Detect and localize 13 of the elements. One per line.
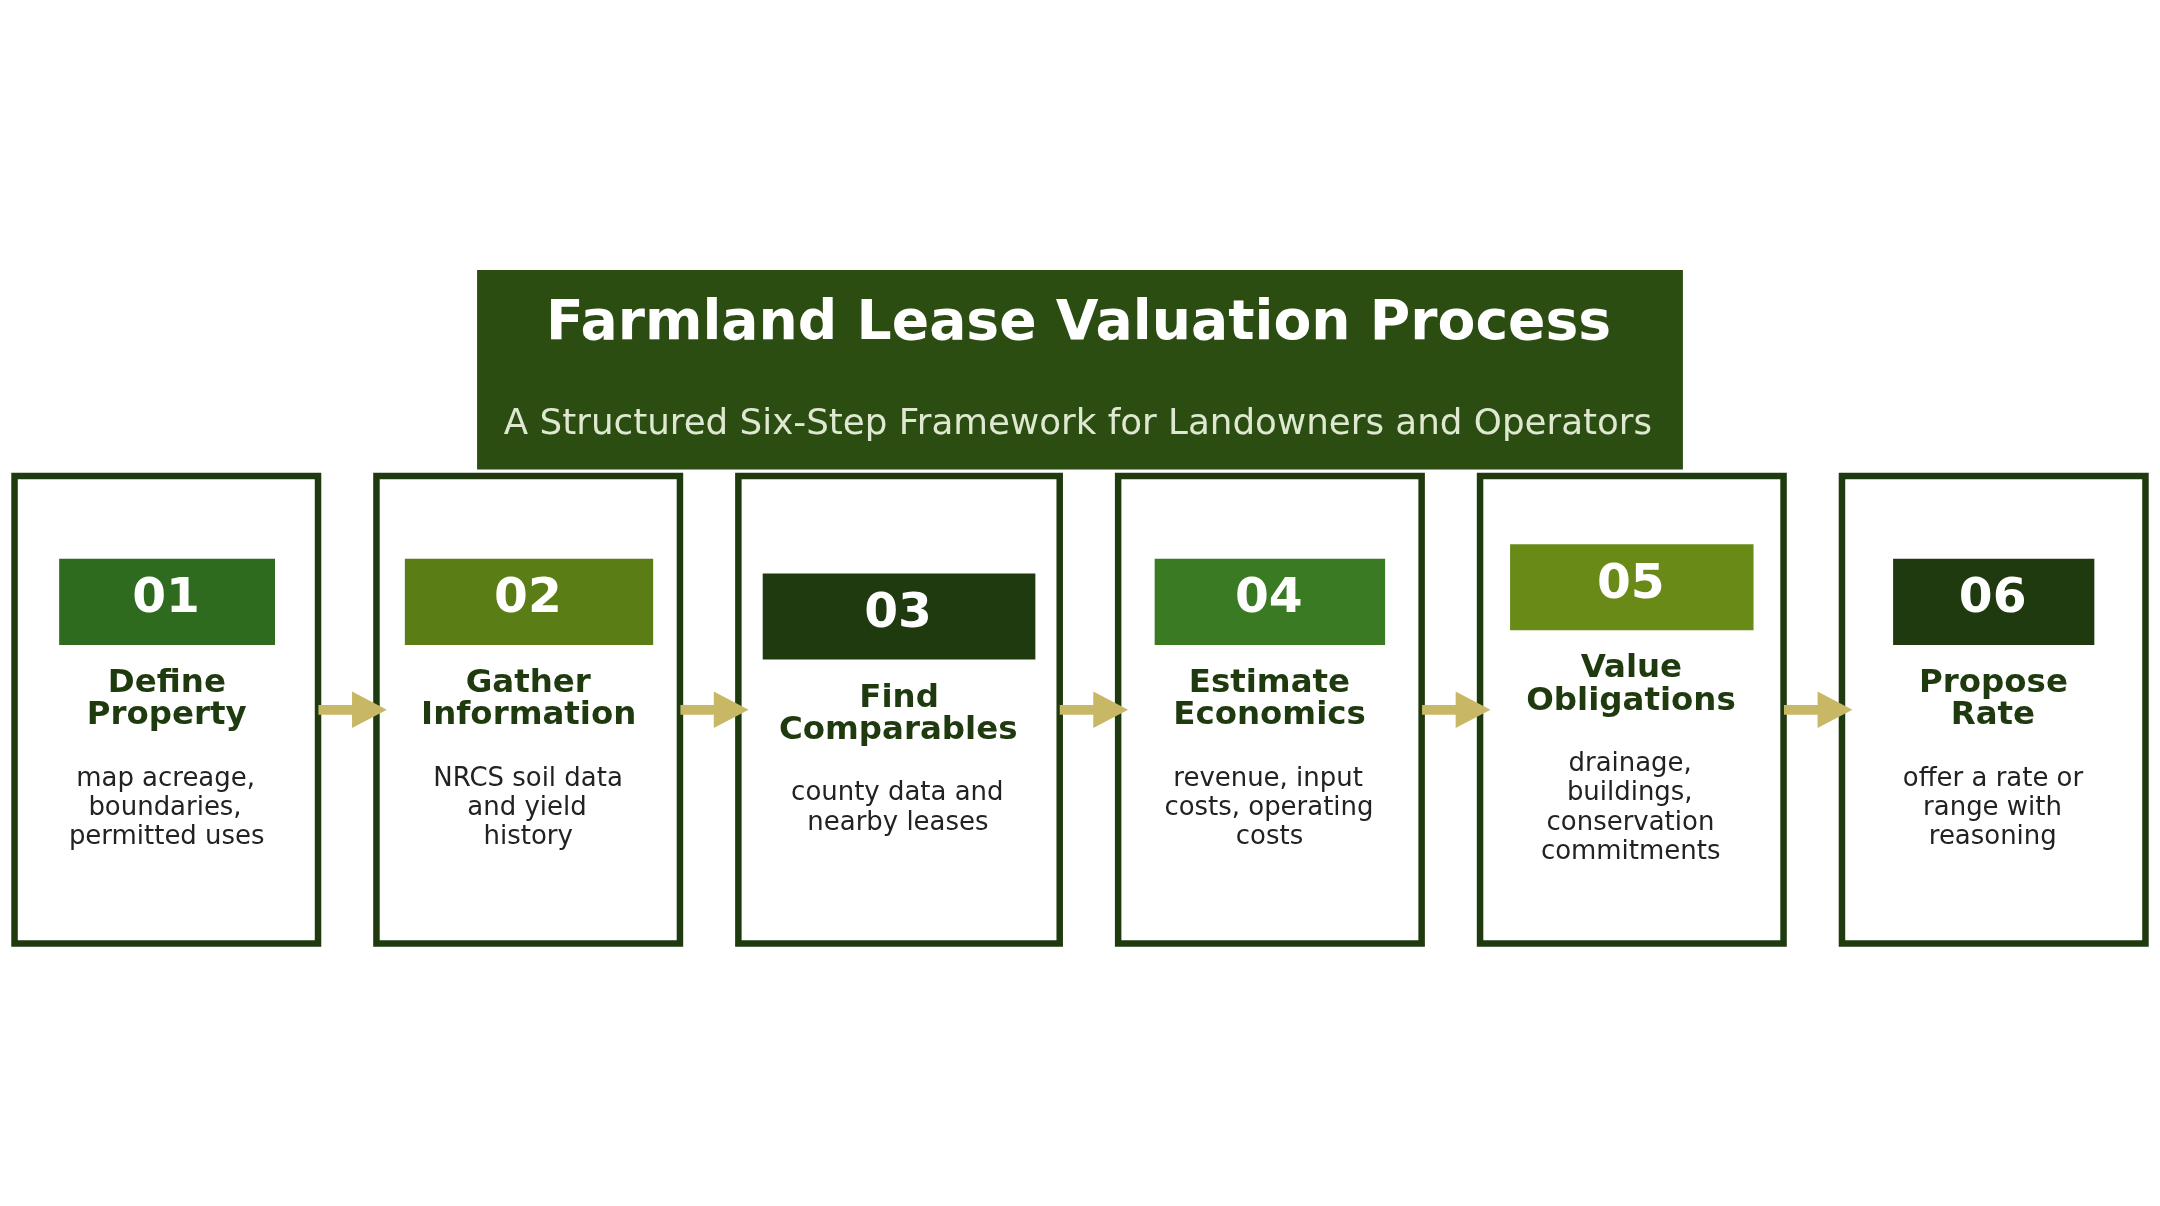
arrow [1059, 691, 1129, 728]
diagram-title: Farmland Lease Valuation Process [546, 287, 1612, 352]
node-box: 05 Value Obligations drainage, buildings, conservation commitments [1476, 472, 1787, 947]
node-box: 02 Gather Information NRCS soil data and yield history [373, 472, 684, 947]
node-box: 06 Propose Rate offer a rate or range with reasoning [1838, 472, 2149, 947]
arrow [680, 691, 749, 728]
arrow [318, 691, 387, 728]
node-box: 04 Estimate Economics revenue, input costs, operating costs [1114, 472, 1425, 947]
node-box: 01 Define Property map acreage, boundaries, permitted uses [11, 472, 322, 947]
node-box: 03 Find Comparables county data and nearby leases [735, 472, 1063, 947]
caption: A Structured Six-Step Framework for Landowners and Operators [503, 400, 1653, 442]
arrow [1422, 691, 1491, 728]
arrow [1783, 691, 1853, 728]
